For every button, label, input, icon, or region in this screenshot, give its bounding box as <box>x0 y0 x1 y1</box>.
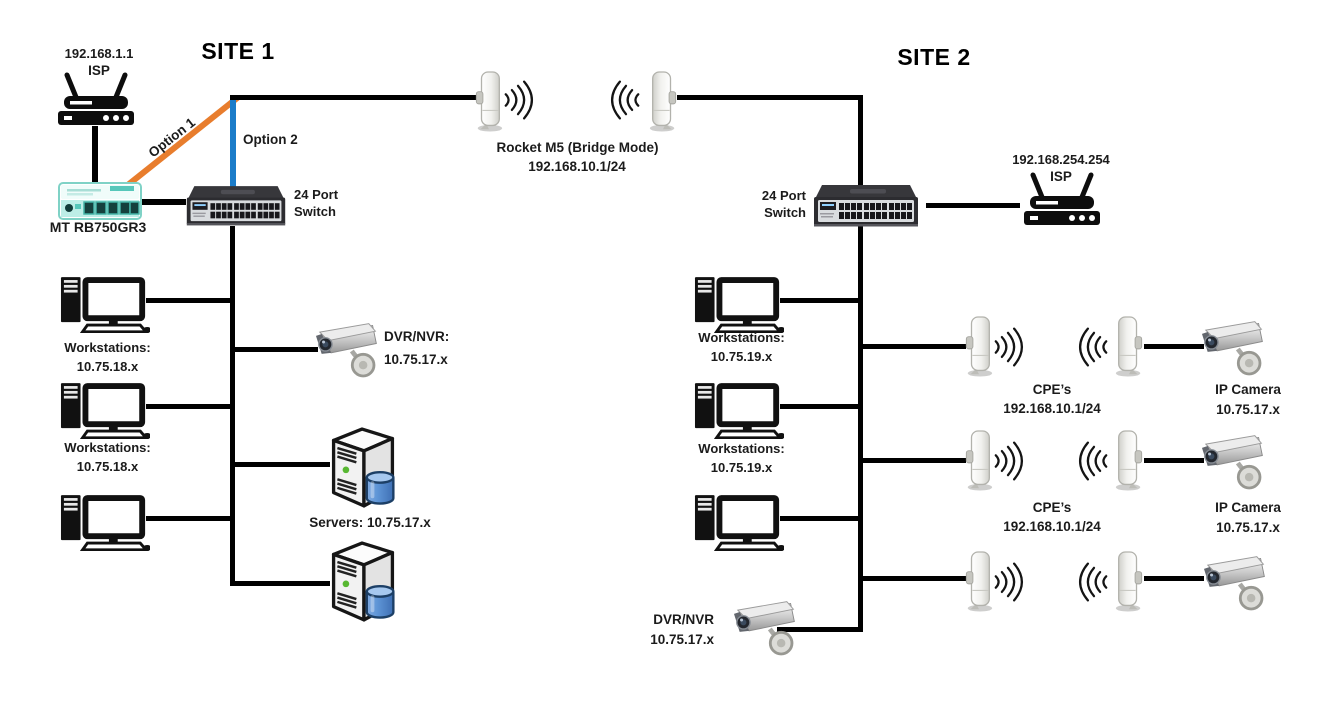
ip-camera-icon <box>1202 432 1268 494</box>
wireless-waves-icon <box>1078 555 1110 609</box>
cpe-icon <box>964 316 994 378</box>
trunk-site2 <box>858 226 863 632</box>
ip-camera-label2-line1: IP Camera <box>1215 500 1281 515</box>
cable-option2 <box>230 99 236 189</box>
cable-s2-cpe-row1 <box>863 344 966 349</box>
switch2-label-line2: Switch <box>764 205 806 220</box>
cable-s1-ws1 <box>146 298 230 303</box>
s2-workstations-label1-line2: 10.75.19.x <box>710 349 773 364</box>
s1-workstations-label2-line2: 10.75.18.x <box>76 459 139 474</box>
option2-label: Option 2 <box>243 132 298 147</box>
workstation-icon <box>60 494 150 551</box>
bridge-name-label: Rocket M5 (Bridge Mode) <box>496 140 659 155</box>
ip-camera-label2-line2: 10.75.17.x <box>1216 520 1280 535</box>
cable-s1-server2 <box>235 581 330 586</box>
cable-s1-ws2 <box>146 404 230 409</box>
cable-s2-dvr <box>777 627 863 632</box>
s1-workstations-label2-line1: Workstations: <box>64 440 151 455</box>
isp2-ip-label: 192.168.254.254 <box>1012 152 1110 167</box>
s1-servers-label: Servers: 10.75.17.x <box>309 515 431 530</box>
cpe-icon <box>1114 551 1144 613</box>
cable-cpe2-camera2 <box>1144 458 1204 463</box>
cable-isp1-router <box>92 126 98 184</box>
cable-s2-ws2 <box>780 404 858 409</box>
isp1-ip-label: 192.168.1.1 <box>64 46 134 61</box>
cpe-icon <box>964 430 994 492</box>
workstation-icon <box>694 382 784 439</box>
cpe-icon <box>1114 316 1144 378</box>
switch1-label-line1: 24 Port <box>294 187 339 202</box>
cpe-icon <box>964 551 994 613</box>
isp-router-icon <box>54 72 138 128</box>
cable-s1-ws3 <box>146 516 230 521</box>
isp2-name-label: ISP <box>1050 169 1072 184</box>
switch2-icon <box>810 184 922 229</box>
server-icon <box>326 424 400 510</box>
s2-dvr-label-line1: DVR/NVR <box>653 612 714 627</box>
site1-title: SITE 1 <box>201 38 275 64</box>
s1-dvr-label-line2: 10.75.17.x <box>384 352 448 367</box>
s1-dvr-label-line1: DVR/NVR: <box>384 329 450 344</box>
ip-camera-icon <box>1204 553 1270 615</box>
switch1-label-line2: Switch <box>294 204 336 219</box>
wireless-waves-icon <box>992 320 1024 374</box>
workstation-icon <box>60 276 150 333</box>
cable-cpe1-camera1 <box>1144 344 1204 349</box>
site2-title: SITE 2 <box>897 44 971 70</box>
s1-workstations-label1-line1: Workstations: <box>64 340 151 355</box>
cable-cpe3-camera3 <box>1144 576 1204 581</box>
wireless-waves-icon <box>610 73 642 127</box>
ip-camera-label1-line2: 10.75.17.x <box>1216 402 1280 417</box>
option1-label: Option 1 <box>145 114 199 161</box>
cable-site1-to-bridge <box>230 95 476 100</box>
cable-s2-ws1 <box>780 298 858 303</box>
cable-switch2-isp2 <box>926 203 1020 208</box>
cpe-label1-line1: CPE’s <box>1032 382 1072 397</box>
cable-s2-cpe-row2 <box>863 458 966 463</box>
cable-site2-drop <box>858 95 863 189</box>
wireless-waves-icon <box>1078 320 1110 374</box>
cable-option1 <box>122 95 240 191</box>
wireless-waves-icon <box>1078 434 1110 488</box>
wireless-waves-icon <box>992 555 1024 609</box>
mikrotik-router-label: MT RB750GR3 <box>49 219 147 235</box>
wireless-waves-icon <box>502 73 534 127</box>
switch2-label-line1: 24 Port <box>761 188 806 203</box>
cable-bridge-to-site2 <box>677 95 863 100</box>
switch1-icon <box>183 184 289 229</box>
s2-workstations-label2-line1: Workstations: <box>698 441 785 456</box>
bridge-ip-label: 192.168.10.1/24 <box>528 159 626 174</box>
workstation-icon <box>694 494 784 551</box>
cable-s2-ws3 <box>780 516 858 521</box>
rocket-m5-left-icon <box>474 71 504 133</box>
cpe-icon <box>1114 430 1144 492</box>
workstation-icon <box>694 276 784 333</box>
cable-s1-server1 <box>235 462 330 467</box>
cctv-camera-icon <box>316 320 382 382</box>
s2-dvr-label-line2: 10.75.17.x <box>650 632 714 647</box>
workstation-icon <box>60 382 150 439</box>
cable-s1-dvr <box>235 347 318 352</box>
isp1-name-label: ISP <box>88 63 110 78</box>
cpe-label1-line2: 192.168.10.1/24 <box>1003 401 1101 416</box>
cctv-camera-icon <box>734 598 800 660</box>
cable-s2-cpe-row3 <box>863 576 966 581</box>
cpe-label2-line2: 192.168.10.1/24 <box>1003 519 1101 534</box>
ip-camera-icon <box>1202 318 1268 380</box>
server-icon <box>326 538 400 624</box>
cable-router-switch1 <box>141 199 186 205</box>
trunk-site1 <box>230 226 235 586</box>
wireless-waves-icon <box>992 434 1024 488</box>
cpe-label2-line1: CPE’s <box>1032 500 1072 515</box>
ip-camera-label1-line1: IP Camera <box>1215 382 1281 397</box>
s2-workstations-label2-line2: 10.75.19.x <box>710 460 773 475</box>
mikrotik-router-icon <box>58 182 142 220</box>
s1-workstations-label1-line2: 10.75.18.x <box>76 359 139 374</box>
s2-workstations-label1-line1: Workstations: <box>698 330 785 345</box>
rocket-m5-right-icon <box>648 71 678 133</box>
